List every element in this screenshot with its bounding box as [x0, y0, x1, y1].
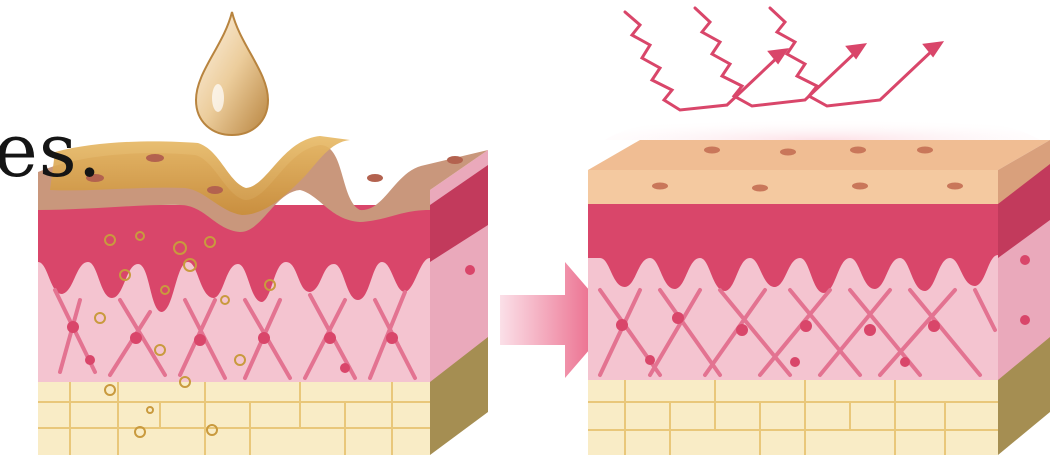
uv-rays-icon	[625, 8, 941, 110]
right-epidermis-front	[588, 170, 998, 204]
protective-glow	[605, 110, 1040, 140]
damaged-skin-block	[38, 12, 488, 455]
caption-fragment: es.	[0, 108, 102, 194]
healthy-skin-block	[588, 8, 1050, 455]
right-epidermis-top	[588, 140, 1050, 170]
serum-drop-icon	[196, 12, 268, 135]
left-fat-layer	[38, 380, 430, 455]
right-fat-layer	[588, 378, 998, 455]
